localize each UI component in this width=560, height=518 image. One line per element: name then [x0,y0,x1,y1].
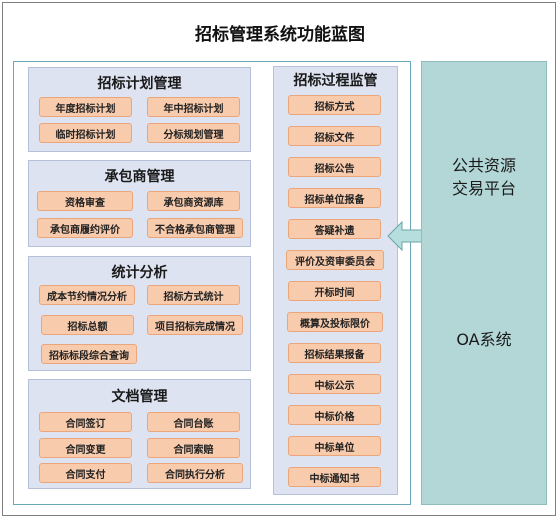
documents-item: 合同索赔 [147,438,240,458]
documents-item: 合同支付 [39,463,132,483]
process-panel: 招标过程监管 招标方式 招标文件 招标公告 招标单位报备 答疑补遗 评价及资审委… [273,66,398,495]
statistics-panel: 统计分析 成本节约情况分析 招标方式统计 招标总额 项目招标完成情况 招标标段综… [28,256,251,371]
process-item: 开标时间 [288,281,381,301]
contractor-item: 不合格承包商管理 [147,218,243,238]
statistics-item: 招标总额 [41,315,134,335]
bidding-plan-panel: 招标计划管理 年度招标计划 年中招标计划 临时招标计划 分标规划管理 [28,67,251,152]
process-item: 招标单位报备 [288,188,381,208]
process-item: 答疑补遗 [288,219,381,239]
platform-label-line2: 交易平台 [451,179,516,198]
platform-label-line1: 公共资源 [451,156,516,175]
statistics-item: 招标方式统计 [147,285,240,305]
process-item: 中标价格 [288,405,381,425]
diagram-title: 招标管理系统功能蓝图 [195,25,365,45]
process-item: 评价及资审委员会 [286,250,384,270]
process-item: 概算及投标限价 [287,312,383,332]
bidding-plan-title: 招标计划管理 [97,76,182,92]
process-title: 招标过程监管 [293,73,378,89]
bidding-plan-item: 分标规划管理 [147,123,240,143]
process-item: 中标公示 [288,374,381,394]
external-systems-panel: 公共资源 交易平台 OA系统 [421,61,547,505]
process-item: 招标公告 [288,157,381,177]
process-item: 招标结果报备 [288,343,381,363]
bidding-plan-item: 年度招标计划 [39,97,132,117]
statistics-item: 成本节约情况分析 [39,285,135,305]
process-item: 中标通知书 [288,467,381,487]
statistics-item: 招标标段综合查询 [41,344,137,364]
contractor-title: 承包商管理 [104,169,175,185]
contractor-item: 承包商履约评价 [37,218,133,238]
process-item: 中标单位 [288,436,381,456]
oa-system-label: OA系统 [456,330,512,349]
documents-item: 合同台账 [147,412,240,432]
statistics-title: 统计分析 [111,265,168,281]
bidding-plan-item: 年中招标计划 [147,97,240,117]
documents-item: 合同执行分析 [147,463,243,483]
documents-title: 文档管理 [111,389,168,405]
documents-item: 合同变更 [39,438,132,458]
contractor-item: 承包商资源库 [147,191,240,211]
contractor-panel: 承包商管理 资格审查 承包商资源库 承包商履约评价 不合格承包商管理 [28,160,251,247]
process-item: 招标方式 [288,95,381,115]
contractor-item: 资格审查 [37,191,133,211]
process-item: 招标文件 [288,126,381,146]
bidding-plan-item: 临时招标计划 [39,123,132,143]
documents-item: 合同签订 [39,412,132,432]
documents-panel: 文档管理 合同签订 合同台账 合同变更 合同索赔 合同支付 合同执行分析 [28,379,251,489]
statistics-item: 项目招标完成情况 [147,315,243,335]
